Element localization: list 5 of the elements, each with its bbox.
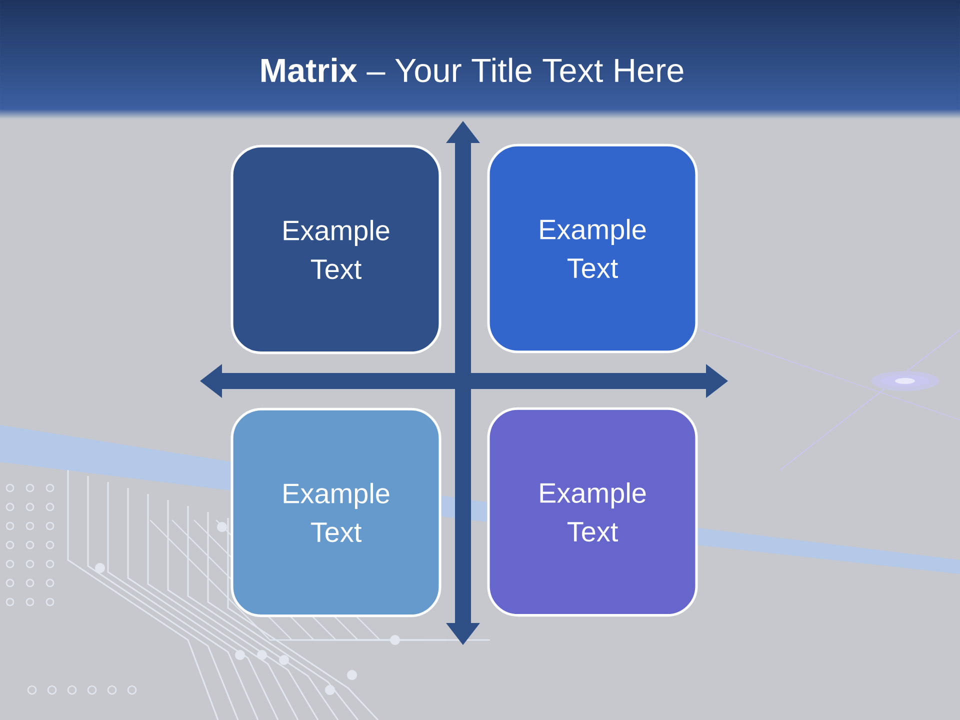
- quadrant-box: Example Text: [230, 408, 442, 618]
- quadrant-box: Example Text: [487, 144, 698, 354]
- quadrant-box: Example Text: [230, 144, 442, 354]
- quadrant-box: Example Text: [487, 407, 698, 617]
- title: Matrix – Your Title Text Here: [262, 58, 684, 82]
